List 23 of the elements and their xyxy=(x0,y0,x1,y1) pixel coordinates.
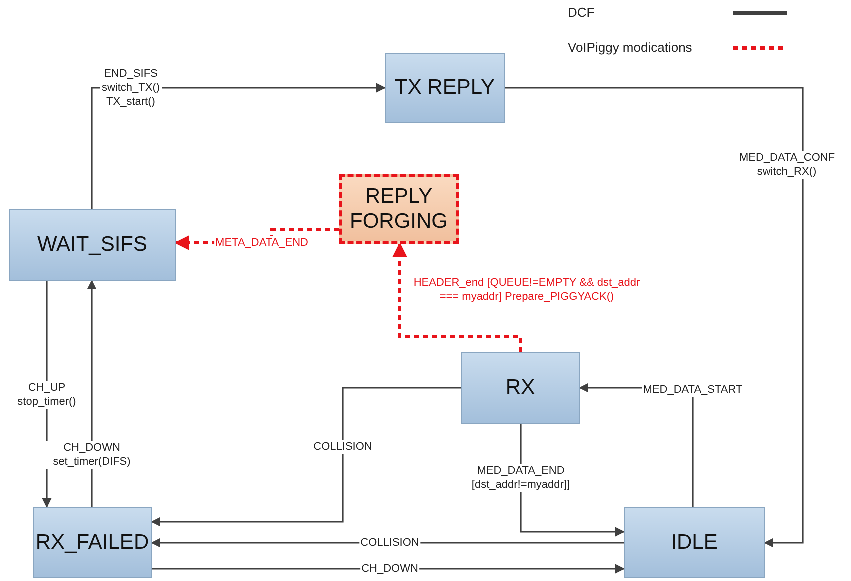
arrow xyxy=(151,387,461,527)
edge-label: COLLISION xyxy=(312,440,374,454)
state-name: TX REPLY xyxy=(395,75,495,101)
state-box xyxy=(461,352,580,424)
legend-label: VoIPiggy modications xyxy=(568,40,692,55)
state-box xyxy=(624,507,765,578)
state-box xyxy=(9,209,176,281)
arrow xyxy=(505,87,804,548)
edge-label: END_SIFS switch_TX() TX_start() xyxy=(100,67,162,109)
state-name: IDLE xyxy=(671,530,718,556)
state-name: WAIT_SIFS xyxy=(37,232,148,258)
dashed-arrow xyxy=(392,242,522,352)
edge-label: META_DATA_END xyxy=(214,236,310,250)
state-name: REPLY FORGING xyxy=(349,184,449,234)
state-box xyxy=(385,53,505,123)
state-name: RX_FAILED xyxy=(36,530,150,556)
edge-label: MED_DATA_CONF switch_RX() xyxy=(738,151,836,179)
state-box xyxy=(33,507,152,578)
edge-label: MED_DATA_START xyxy=(642,383,744,397)
legend-label: DCF xyxy=(568,5,595,20)
highlighted-state-box xyxy=(339,174,459,244)
edge-label: CH_DOWN xyxy=(360,562,420,576)
state-name: RX xyxy=(506,375,536,401)
